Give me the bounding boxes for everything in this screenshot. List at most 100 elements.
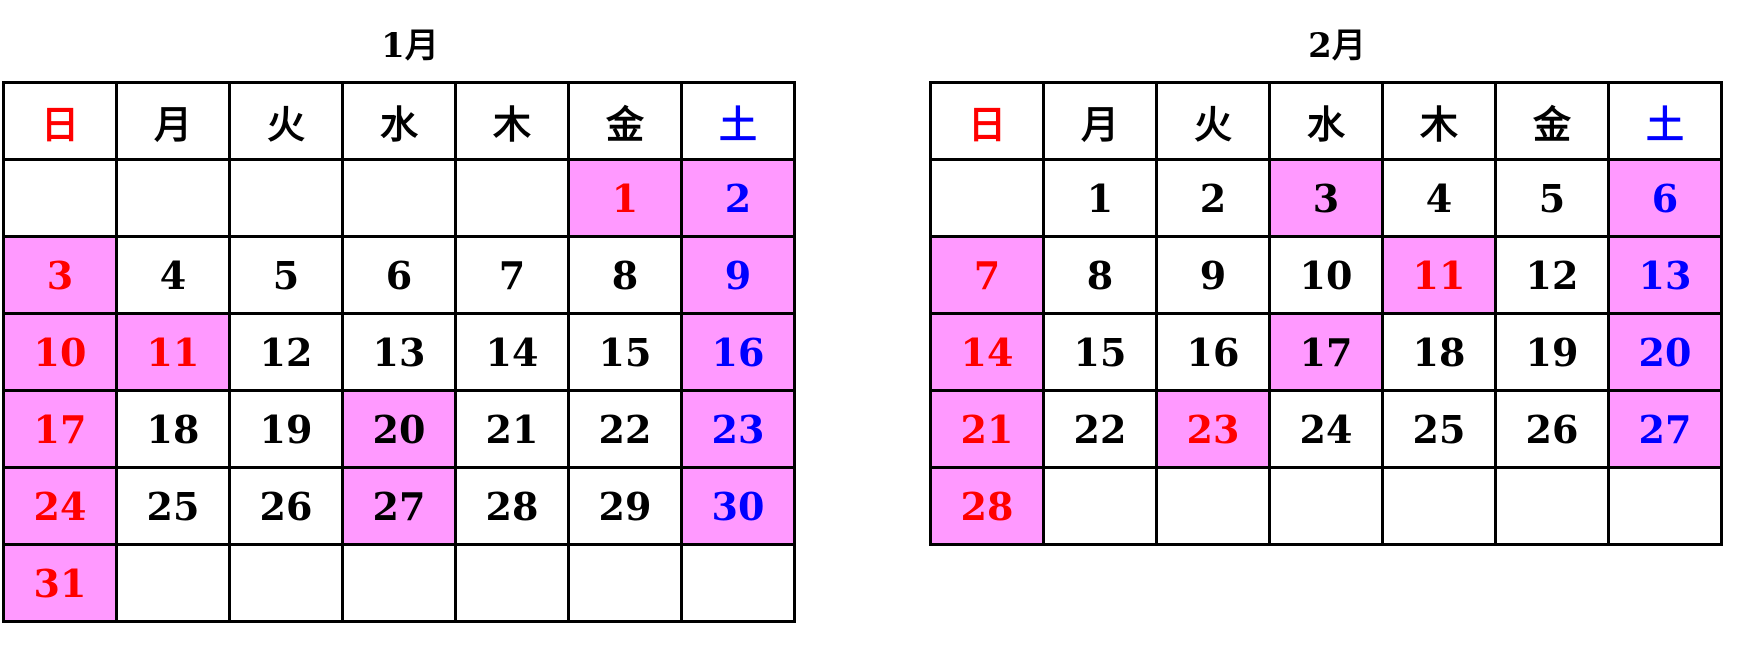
day-cell: 2 [1155, 158, 1271, 238]
weekday-header: 火 [1155, 81, 1271, 161]
empty-day-cell [1607, 466, 1723, 546]
month-title: 1月 [381, 26, 439, 66]
empty-day-cell [1042, 466, 1158, 546]
weekday-header: 金 [1494, 81, 1610, 161]
day-cell: 28 [454, 466, 570, 546]
day-cell: 20 [1607, 312, 1723, 392]
day-cell: 6 [341, 235, 457, 315]
day-cell: 13 [341, 312, 457, 392]
day-cell: 6 [1607, 158, 1723, 238]
day-cell: 7 [454, 235, 570, 315]
day-cell: 16 [1155, 312, 1271, 392]
weekday-header: 水 [1268, 81, 1384, 161]
day-cell: 11 [1381, 235, 1497, 315]
empty-day-cell [680, 543, 796, 623]
day-cell: 3 [2, 235, 118, 315]
day-cell: 5 [1494, 158, 1610, 238]
empty-day-cell [115, 543, 231, 623]
week-row: 31 [2, 543, 796, 623]
day-cell: 23 [1155, 389, 1271, 469]
weekday-header: 日 [929, 81, 1045, 161]
day-cell: 8 [567, 235, 683, 315]
day-cell: 22 [1042, 389, 1158, 469]
day-cell: 11 [115, 312, 231, 392]
day-cell: 22 [567, 389, 683, 469]
day-cell: 10 [2, 312, 118, 392]
day-cell: 29 [567, 466, 683, 546]
day-cell: 27 [341, 466, 457, 546]
weekday-header-row: 日月火水木金土 [2, 81, 796, 161]
day-cell: 23 [680, 389, 796, 469]
day-cell: 20 [341, 389, 457, 469]
day-cell: 12 [228, 312, 344, 392]
empty-day-cell [1381, 466, 1497, 546]
weekday-header: 土 [1607, 81, 1723, 161]
day-cell: 4 [115, 235, 231, 315]
day-cell: 26 [228, 466, 344, 546]
weekday-header: 日 [2, 81, 118, 161]
day-cell: 9 [680, 235, 796, 315]
day-cell: 14 [929, 312, 1045, 392]
day-cell: 14 [454, 312, 570, 392]
day-cell: 2 [680, 158, 796, 238]
weekday-header: 月 [115, 81, 231, 161]
week-row: 28 [929, 466, 1723, 546]
day-cell: 21 [929, 389, 1045, 469]
day-cell: 25 [115, 466, 231, 546]
day-cell: 15 [1042, 312, 1158, 392]
weekday-header: 木 [1381, 81, 1497, 161]
weekday-header: 月 [1042, 81, 1158, 161]
day-cell: 16 [680, 312, 796, 392]
day-cell: 24 [1268, 389, 1384, 469]
empty-day-cell [567, 543, 683, 623]
empty-day-cell [2, 158, 118, 238]
day-cell: 18 [115, 389, 231, 469]
day-cell: 26 [1494, 389, 1610, 469]
empty-day-cell [341, 543, 457, 623]
day-cell: 30 [680, 466, 796, 546]
day-cell: 9 [1155, 235, 1271, 315]
weekday-header: 火 [228, 81, 344, 161]
day-cell: 18 [1381, 312, 1497, 392]
empty-day-cell [341, 158, 457, 238]
day-cell: 31 [2, 543, 118, 623]
day-cell: 7 [929, 235, 1045, 315]
day-cell: 17 [1268, 312, 1384, 392]
empty-day-cell [454, 543, 570, 623]
day-cell: 17 [2, 389, 118, 469]
empty-day-cell [454, 158, 570, 238]
day-cell: 19 [1494, 312, 1610, 392]
empty-day-cell [1155, 466, 1271, 546]
weekday-header: 土 [680, 81, 796, 161]
day-cell: 27 [1607, 389, 1723, 469]
day-cell: 21 [454, 389, 570, 469]
day-cell: 1 [1042, 158, 1158, 238]
weekday-header: 木 [454, 81, 570, 161]
empty-day-cell [228, 543, 344, 623]
day-cell: 28 [929, 466, 1045, 546]
day-cell: 1 [567, 158, 683, 238]
weekday-header: 水 [341, 81, 457, 161]
month-title: 2月 [1308, 26, 1366, 66]
day-cell: 10 [1268, 235, 1384, 315]
empty-day-cell [1494, 466, 1610, 546]
empty-day-cell [929, 158, 1045, 238]
day-cell: 12 [1494, 235, 1610, 315]
day-cell: 24 [2, 466, 118, 546]
weekday-header-row: 日月火水木金土 [929, 81, 1723, 161]
empty-day-cell [115, 158, 231, 238]
empty-day-cell [1268, 466, 1384, 546]
empty-day-cell [228, 158, 344, 238]
day-cell: 19 [228, 389, 344, 469]
day-cell: 4 [1381, 158, 1497, 238]
